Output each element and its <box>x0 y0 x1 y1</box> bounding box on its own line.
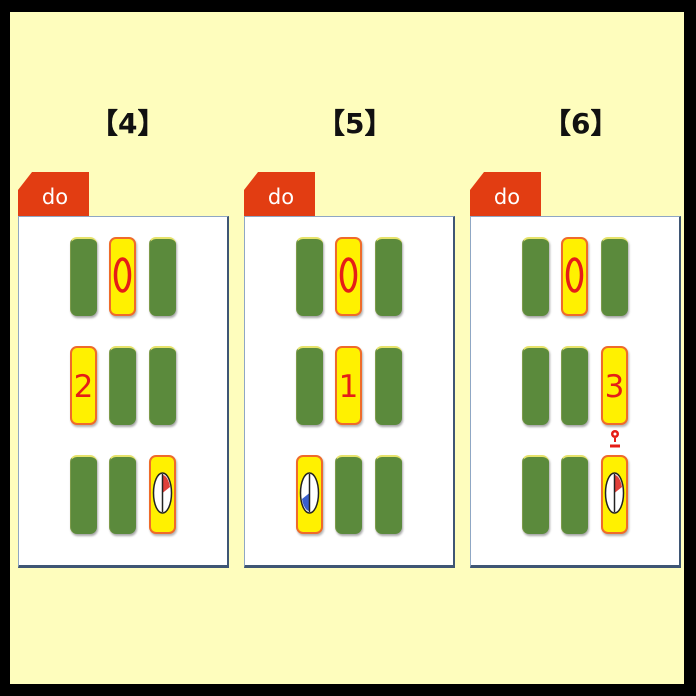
card-face-down[interactable] <box>522 346 549 425</box>
card-face-down[interactable] <box>70 237 97 316</box>
panel-heading: 【4】 <box>90 107 166 140</box>
panel-5: do 1 <box>244 172 455 569</box>
tab-label: do <box>41 185 69 209</box>
card-face-down[interactable] <box>296 346 323 425</box>
circle-icon <box>113 257 132 293</box>
card-number-label: 1 <box>338 369 359 405</box>
panel-6: do 3 <box>470 172 681 569</box>
card-number[interactable]: 3 <box>601 346 628 425</box>
card-grid: 3 <box>470 216 681 568</box>
card-clock[interactable] <box>601 455 628 534</box>
panel-tab: do <box>18 172 89 218</box>
card-face-down[interactable] <box>522 237 549 316</box>
card-face-down[interactable] <box>109 346 136 425</box>
tab-label: do <box>493 185 521 209</box>
card-number-label: 2 <box>73 369 94 405</box>
card-circle[interactable] <box>335 237 362 316</box>
card-number[interactable]: 2 <box>70 346 97 425</box>
card-face-down[interactable] <box>522 455 549 534</box>
clock-icon <box>299 472 320 514</box>
card-face-down[interactable] <box>149 346 176 425</box>
card-face-down[interactable] <box>375 237 402 316</box>
card-number-label: 3 <box>604 369 625 405</box>
card-grid: 1 <box>244 216 455 568</box>
card-face-down[interactable] <box>70 455 97 534</box>
card-face-down[interactable] <box>375 346 402 425</box>
card-face-down[interactable] <box>149 237 176 316</box>
circle-icon <box>339 257 358 293</box>
panel-4: do 2 <box>18 172 229 569</box>
card-face-down[interactable] <box>109 455 136 534</box>
card-face-down[interactable] <box>561 455 588 534</box>
card-face-down[interactable] <box>561 346 588 425</box>
card-face-down[interactable] <box>335 455 362 534</box>
panel-tab: do <box>470 172 541 218</box>
panel-heading: 【6】 <box>543 107 619 140</box>
card-number[interactable]: 1 <box>335 346 362 425</box>
card-face-down[interactable] <box>375 455 402 534</box>
card-grid: 2 <box>18 216 229 568</box>
circle-icon <box>565 257 584 293</box>
card-circle[interactable] <box>109 237 136 316</box>
panel-heading: 【5】 <box>317 107 393 140</box>
card-face-down[interactable] <box>601 237 628 316</box>
tab-label: do <box>267 185 295 209</box>
clock-icon <box>152 472 173 514</box>
clock-icon <box>604 472 625 514</box>
panel-tab: do <box>244 172 315 218</box>
card-clock[interactable] <box>296 455 323 534</box>
card-clock[interactable] <box>149 455 176 534</box>
card-circle[interactable] <box>561 237 588 316</box>
card-face-down[interactable] <box>296 237 323 316</box>
marker-icon <box>610 430 620 448</box>
